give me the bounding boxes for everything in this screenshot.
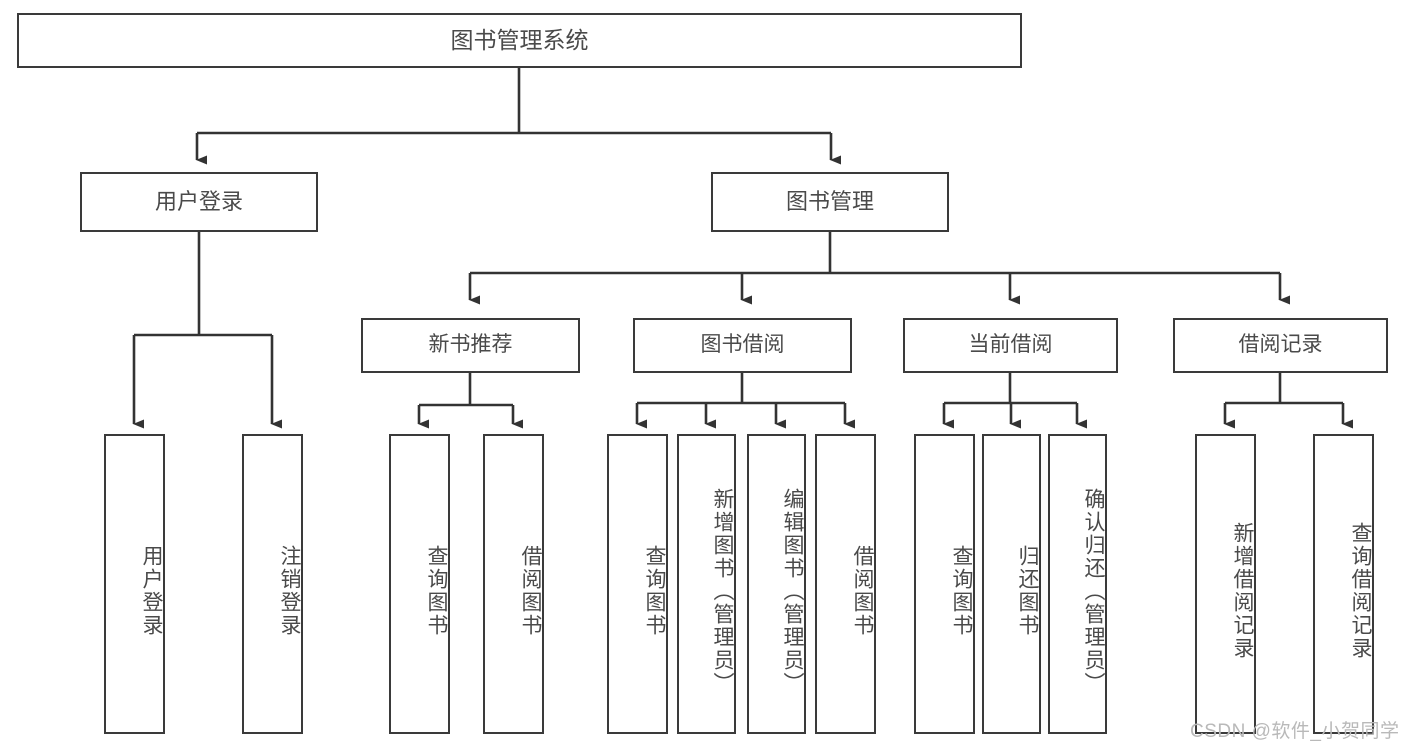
node-borrow-record-label: 借阅记录 xyxy=(1238,333,1323,357)
leaf-borrow-query-book[interactable]: 查询图书 xyxy=(607,434,668,734)
leaf-label: 借阅图书 xyxy=(519,545,542,637)
leaf-label: 查询借阅记录 xyxy=(1349,522,1372,660)
leaf-new-book-query[interactable]: 查询图书 xyxy=(389,434,450,734)
node-user-login-label: 用户登录 xyxy=(154,189,243,215)
node-new-book-recommend[interactable]: 新书推荐 xyxy=(361,318,580,373)
leaf-label: 归还图书 xyxy=(1016,545,1039,637)
leaf-record-add[interactable]: 新增借阅记录 xyxy=(1195,434,1256,734)
leaf-borrow-borrow-book[interactable]: 借阅图书 xyxy=(815,434,876,734)
leaf-borrow-add-book[interactable]: 新增图书（管理员） xyxy=(677,434,736,734)
leaf-current-return-book[interactable]: 归还图书 xyxy=(982,434,1041,734)
node-current-borrow[interactable]: 当前借阅 xyxy=(903,318,1118,373)
leaf-user-login-signout[interactable]: 注销登录 xyxy=(242,434,303,734)
leaf-label: 用户登录 xyxy=(140,545,163,637)
leaf-label: 借阅图书 xyxy=(851,545,874,637)
leaf-current-confirm-return[interactable]: 确认归还（管理员） xyxy=(1048,434,1107,734)
leaf-user-login-signin[interactable]: 用户登录 xyxy=(104,434,165,734)
node-book-borrow[interactable]: 图书借阅 xyxy=(633,318,852,373)
leaf-current-query-book[interactable]: 查询图书 xyxy=(914,434,975,734)
leaf-new-book-borrow[interactable]: 借阅图书 xyxy=(483,434,544,734)
csdn-watermark: CSDN @软件_小贺同学 xyxy=(1190,721,1400,742)
leaf-record-query[interactable]: 查询借阅记录 xyxy=(1313,434,1374,734)
leaf-label: 新增图书（管理员） xyxy=(711,487,734,695)
node-root-label: 图书管理系统 xyxy=(450,26,589,53)
node-user-login[interactable]: 用户登录 xyxy=(80,172,318,232)
node-book-management-label: 图书管理 xyxy=(785,189,874,215)
node-borrow-record[interactable]: 借阅记录 xyxy=(1173,318,1388,373)
leaf-label: 新增借阅记录 xyxy=(1231,522,1254,660)
node-book-borrow-label: 图书借阅 xyxy=(700,333,785,357)
leaf-borrow-edit-book[interactable]: 编辑图书（管理员） xyxy=(747,434,806,734)
leaf-label: 编辑图书（管理员） xyxy=(781,487,804,695)
leaf-label: 注销登录 xyxy=(278,545,301,637)
leaf-label: 确认归还（管理员） xyxy=(1082,487,1105,695)
leaf-label: 查询图书 xyxy=(950,545,973,637)
leaf-label: 查询图书 xyxy=(425,545,448,637)
node-book-management[interactable]: 图书管理 xyxy=(711,172,949,232)
node-new-book-recommend-label: 新书推荐 xyxy=(428,333,513,357)
node-current-borrow-label: 当前借阅 xyxy=(968,333,1053,357)
node-root[interactable]: 图书管理系统 xyxy=(17,13,1022,68)
leaf-label: 查询图书 xyxy=(643,545,666,637)
